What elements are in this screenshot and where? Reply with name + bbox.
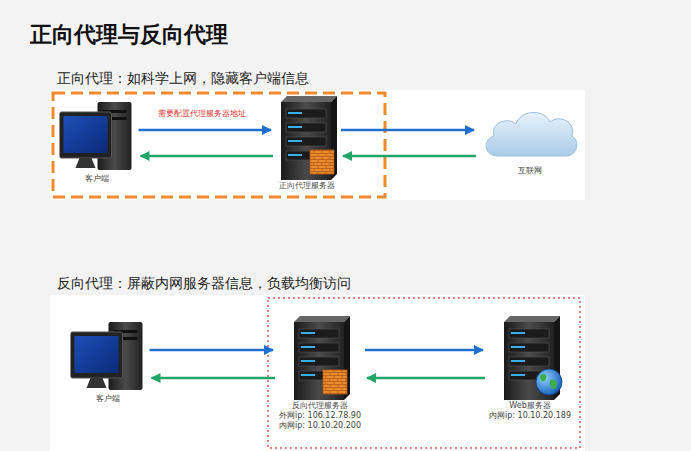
server-icon [294, 316, 350, 400]
client-computer [71, 322, 143, 390]
node-label: 客户端 [96, 394, 120, 404]
node-label: 反向代理服务器 [292, 401, 348, 411]
diagram-panel [50, 90, 585, 200]
ip-address: 内网ip: 10.10.20.200 [279, 421, 361, 431]
ip-address: 外网ip: 106.12.78.90 [279, 411, 361, 421]
flow-arrow [365, 349, 483, 352]
page-title: 正向代理与反向代理 [30, 20, 228, 50]
internet-cloud-node: 互联网 [480, 106, 580, 176]
node-label: Web服务器 [509, 401, 550, 411]
client-node: 客户端 [60, 102, 135, 184]
icon-space [290, 316, 350, 401]
flow-arrow [141, 155, 274, 158]
forward-proxy-region [53, 93, 385, 197]
node-label: 互联网 [518, 166, 542, 176]
server-icon [504, 316, 560, 400]
server-icon [281, 96, 337, 180]
firewall-icon [310, 150, 334, 174]
icon-space [71, 322, 146, 394]
flow-arrow [139, 129, 272, 132]
flow-arrow [152, 377, 276, 380]
client-computer [60, 102, 132, 170]
flow-arrow [343, 155, 476, 158]
section-heading: 正向代理：如科学上网，隐藏客户端信息 [57, 70, 309, 88]
config-note: 需要配置代理服务器地址 [158, 109, 246, 119]
icon-space [500, 316, 560, 401]
proxy-server-node: 正向代理服务器 [277, 96, 337, 191]
ip-address: 内网ip: 10.10.20.189 [489, 411, 571, 421]
icon-space [277, 96, 337, 181]
cloud-icon [486, 112, 577, 156]
client-node: 客户端 [71, 322, 146, 404]
node-label: 客户端 [85, 174, 109, 184]
flow-arrow [341, 129, 474, 132]
flow-arrow [150, 349, 274, 352]
node-label: 正向代理服务器 [279, 181, 335, 191]
web-server-node: Web服务器内网ip: 10.10.20.189 [489, 316, 571, 421]
proxy-server-node: 反向代理服务器外网ip: 106.12.78.90内网ip: 10.10.20.… [279, 316, 361, 431]
globe-icon [536, 369, 562, 395]
flow-arrow [367, 377, 485, 380]
icon-space [480, 106, 580, 166]
reverse-proxy-region [268, 298, 580, 448]
firewall-icon [323, 370, 347, 394]
section-heading: 反向代理：屏蔽内网服务器信息，负载均衡访问 [57, 275, 351, 293]
diagram-panel [50, 295, 585, 451]
icon-space [60, 102, 135, 174]
